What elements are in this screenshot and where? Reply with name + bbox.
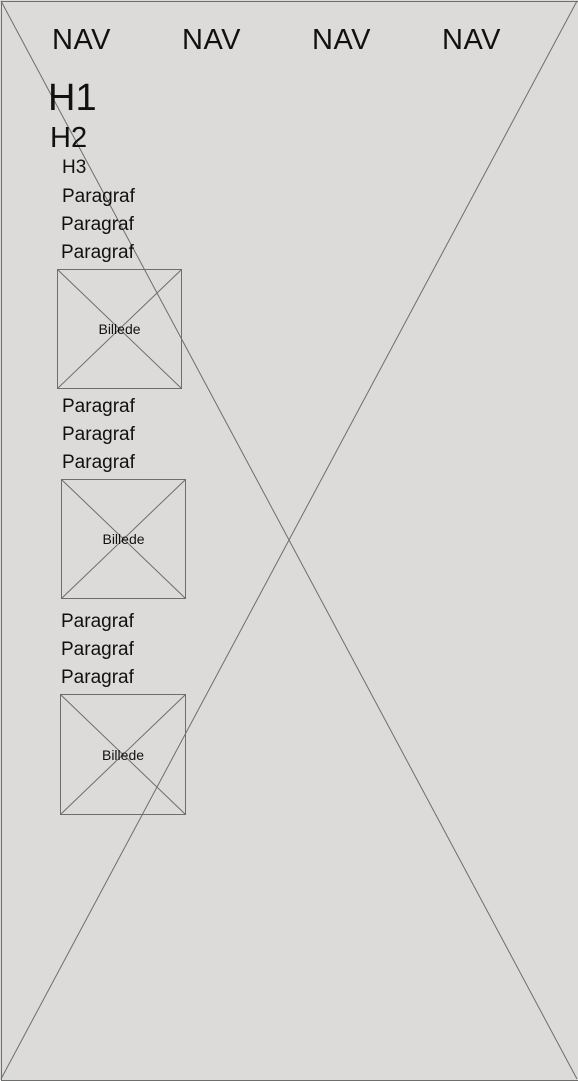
- image-placeholder: Billede: [57, 269, 182, 389]
- paragraph: Paragraf: [62, 396, 135, 418]
- paragraph: Paragraf: [61, 667, 134, 689]
- paragraph: Paragraf: [62, 452, 135, 474]
- nav-item-2[interactable]: NAV: [182, 22, 241, 58]
- nav-item-1[interactable]: NAV: [52, 22, 111, 58]
- nav-item-3[interactable]: NAV: [312, 22, 371, 58]
- image-placeholder-label: Billede: [61, 747, 185, 763]
- paragraph: Paragraf: [61, 639, 134, 661]
- nav-item-4[interactable]: NAV: [442, 22, 501, 58]
- paragraph: Paragraf: [61, 214, 134, 236]
- heading-1: H1: [48, 76, 97, 120]
- paragraph: Paragraf: [61, 611, 134, 633]
- paragraph: Paragraf: [62, 186, 135, 208]
- image-placeholder-label: Billede: [58, 321, 181, 337]
- paragraph: Paragraf: [62, 424, 135, 446]
- image-placeholder: Billede: [61, 479, 186, 599]
- image-placeholder: Billede: [60, 694, 186, 815]
- paragraph: Paragraf: [61, 242, 134, 264]
- image-placeholder-label: Billede: [62, 531, 185, 547]
- heading-3: H3: [62, 157, 86, 179]
- heading-2: H2: [50, 121, 87, 155]
